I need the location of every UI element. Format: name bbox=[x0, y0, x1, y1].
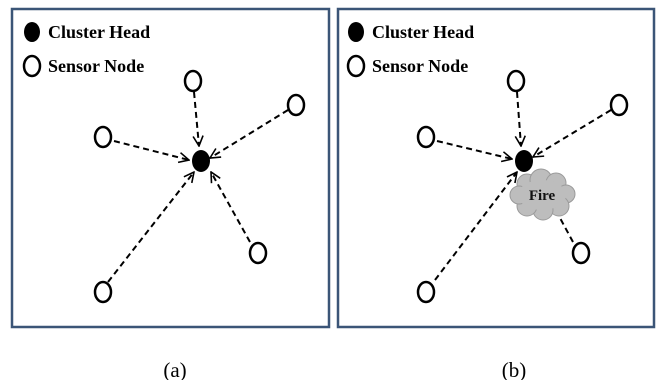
cluster-head-node bbox=[192, 150, 210, 172]
links-a bbox=[107, 91, 289, 283]
sensor-node-legend-icon bbox=[22, 54, 42, 78]
sensor-nodes-a bbox=[93, 69, 306, 304]
sensor-node bbox=[416, 125, 436, 149]
cluster-head-legend-icon bbox=[24, 22, 40, 42]
sensor-nodes-b bbox=[416, 69, 629, 304]
cluster-head-legend-icon bbox=[348, 22, 364, 42]
sensor-node bbox=[93, 125, 113, 149]
sensor-node bbox=[248, 241, 268, 265]
sensor-node bbox=[93, 280, 113, 304]
link-arrow bbox=[107, 172, 194, 283]
legend-sensor-node-label: Sensor Node bbox=[48, 56, 144, 76]
sensor-node bbox=[286, 93, 306, 117]
caption-a: (a) bbox=[163, 358, 186, 380]
legend-cluster-head-label: Cluster Head bbox=[48, 22, 150, 42]
sensor-node bbox=[609, 93, 629, 117]
link-arrow bbox=[210, 109, 289, 158]
fire-label: Fire bbox=[529, 188, 556, 204]
legend-a: Cluster Head Sensor Node bbox=[22, 22, 150, 78]
caption-b: (b) bbox=[502, 358, 527, 380]
legend-b: Cluster Head Sensor Node bbox=[346, 22, 474, 78]
link-arrow-blocked bbox=[559, 217, 574, 243]
sensor-node-legend-icon bbox=[346, 54, 366, 78]
panel-a: Cluster Head Sensor Node bbox=[10, 7, 331, 329]
cluster-head-node bbox=[515, 150, 533, 172]
panel-b: Cluster Head Sensor Node bbox=[336, 7, 656, 329]
panel-a-border bbox=[10, 7, 331, 329]
link-arrow bbox=[517, 91, 521, 146]
link-arrow bbox=[194, 91, 199, 146]
panel-b-border bbox=[336, 7, 656, 329]
sensor-node bbox=[571, 241, 591, 265]
link-arrow bbox=[533, 109, 612, 157]
fire-cloud: Fire bbox=[509, 168, 576, 221]
link-arrow bbox=[210, 172, 251, 243]
sensor-node bbox=[506, 69, 526, 93]
link-arrow bbox=[436, 140, 512, 159]
sensor-node bbox=[416, 280, 436, 304]
legend-sensor-node-label: Sensor Node bbox=[372, 56, 468, 76]
link-arrow bbox=[434, 172, 517, 281]
legend-cluster-head-label: Cluster Head bbox=[372, 22, 474, 42]
links-b bbox=[434, 91, 612, 281]
link-arrow bbox=[113, 140, 189, 160]
sensor-node bbox=[183, 69, 203, 93]
